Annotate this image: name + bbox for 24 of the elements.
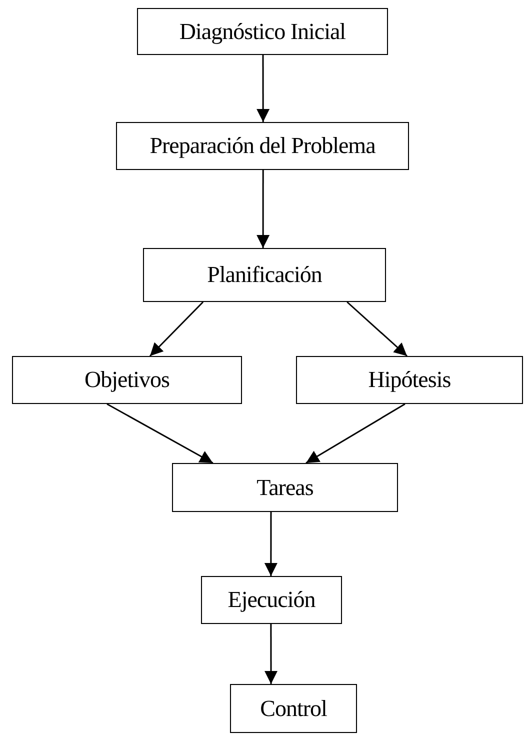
arrow: [264, 512, 278, 576]
arrow: [264, 624, 278, 684]
process-box: [143, 248, 386, 302]
arrow: [256, 55, 270, 122]
box-label: Ejecución: [228, 587, 316, 613]
box-label: Preparación del Problema: [150, 133, 376, 159]
box-label: Diagnóstico Inicial: [179, 18, 346, 44]
box-label: Planificación: [207, 262, 322, 288]
process-box: [12, 356, 242, 404]
arrow: [106, 403, 214, 464]
box-label: Control: [260, 696, 327, 722]
process-box: [137, 8, 388, 55]
box-label: Hipótesis: [368, 367, 451, 393]
box-label: Tareas: [256, 474, 314, 500]
arrow: [346, 301, 408, 357]
process-box: [116, 122, 409, 170]
arrow: [256, 170, 270, 248]
process-box: [172, 463, 398, 512]
process-box: [296, 356, 523, 404]
arrow: [149, 301, 204, 357]
process-box: [230, 684, 357, 733]
box-label: Objetivos: [84, 367, 170, 393]
process-box: [201, 576, 342, 624]
arrow: [306, 403, 406, 464]
